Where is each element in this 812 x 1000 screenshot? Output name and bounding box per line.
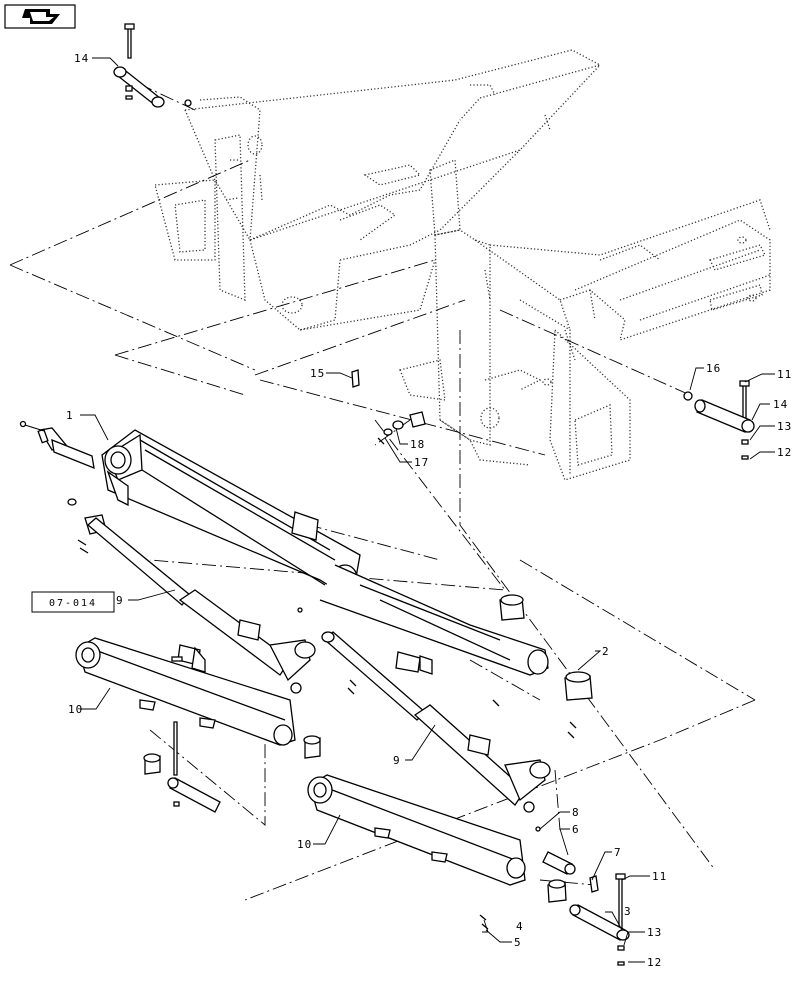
callout-18: 18 [410, 438, 425, 451]
callout-15: 15 [310, 367, 325, 380]
callout-3: 3 [624, 905, 632, 918]
bushings-mid [143, 594, 593, 813]
callout-14-top: 14 [74, 52, 89, 65]
lower-arm-left [75, 637, 296, 746]
callout-1: 1 [66, 409, 74, 422]
callout-16: 16 [706, 362, 721, 375]
callout-2: 2 [602, 645, 610, 658]
callout-14-right: 14 [773, 398, 788, 411]
top-pin-assembly [113, 23, 192, 108]
callout-13-bottom: 13 [647, 926, 662, 939]
callout-6: 6 [572, 823, 580, 836]
lower-arm-right [307, 774, 599, 930]
callout-12-top: 12 [777, 446, 792, 459]
callout-12-bottom: 12 [647, 956, 662, 969]
leader-lines [80, 57, 775, 963]
upper-right-pin-assembly [683, 380, 755, 460]
callout-4: 4 [516, 920, 524, 933]
callout-17: 17 [414, 456, 429, 469]
reference-box-label: 07-014 [49, 598, 97, 609]
back-arrow-icon[interactable] [4, 4, 76, 29]
hydraulic-cylinder-left [87, 517, 316, 694]
frame-assembly [154, 49, 771, 481]
small-fasteners [297, 369, 577, 739]
callout-10-left: 10 [68, 703, 83, 716]
hydraulic-cylinder-right [321, 631, 551, 813]
callout-11-bottom: 11 [652, 870, 667, 883]
callout-5: 5 [514, 936, 522, 949]
callout-8: 8 [572, 806, 580, 819]
callout-13-top: 13 [777, 420, 792, 433]
reference-box[interactable]: 07-014 [31, 591, 115, 613]
callout-9-left: 9 [116, 594, 124, 607]
callout-11-top: 11 [777, 368, 792, 381]
callout-7: 7 [614, 846, 622, 859]
callout-9-right: 9 [393, 754, 401, 767]
lower-right-pin-assembly [569, 873, 630, 966]
callout-10-right: 10 [297, 838, 312, 851]
callout-labels: 14 1 2 9 10 9 10 15 16 11 14 13 12 18 17… [66, 52, 792, 969]
upper-cylinder-assembly [19, 420, 549, 676]
phantom-lines [9, 74, 756, 901]
